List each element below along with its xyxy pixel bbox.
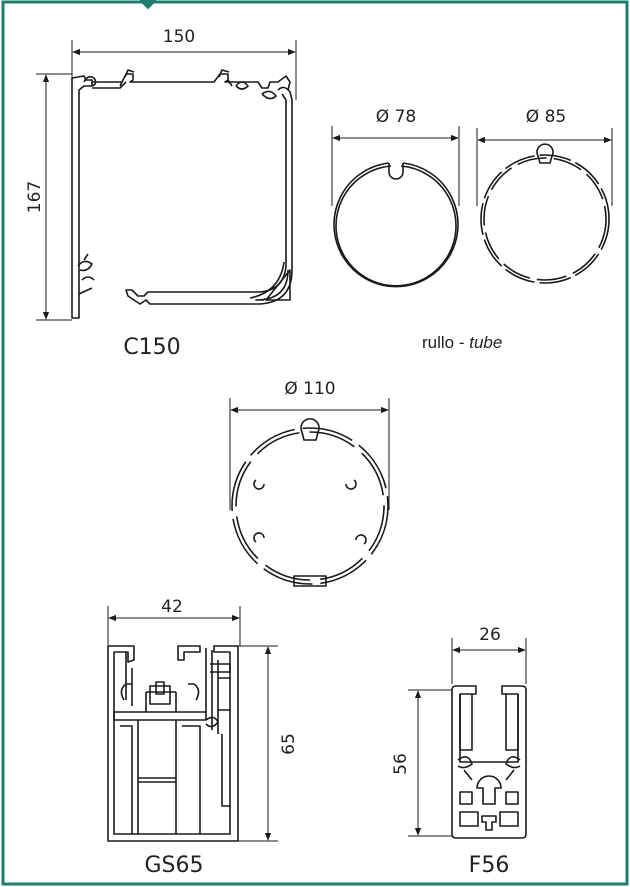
c150-caption: C150 (123, 335, 180, 360)
tube-85-drawing: Ø 85 (476, 107, 613, 284)
c150-profile-drawing: 150 167 (25, 27, 297, 321)
tube-110-diameter-label: Ø 110 (284, 379, 335, 399)
f56-profile-drawing: 26 56 (391, 625, 527, 839)
tube-78-drawing: Ø 78 (331, 107, 460, 288)
gs65-width-label: 42 (161, 597, 183, 617)
c150-width-label: 150 (163, 27, 195, 47)
tube-110-drawing: Ø 110 (229, 379, 390, 587)
tube-85-diameter-label: Ø 85 (526, 107, 566, 127)
f56-height-label: 56 (391, 753, 411, 775)
gs65-profile-drawing: 42 65 (107, 597, 299, 842)
c150-height-label: 167 (25, 181, 45, 213)
gs65-caption: GS65 (144, 853, 203, 878)
top-tab-chevron-icon (139, 0, 157, 10)
tube-caption: rullo - tube (422, 333, 502, 352)
f56-width-label: 26 (479, 625, 501, 645)
f56-caption: F56 (469, 853, 510, 878)
tube-78-diameter-label: Ø 78 (376, 107, 416, 127)
gs65-height-label: 65 (279, 733, 299, 755)
